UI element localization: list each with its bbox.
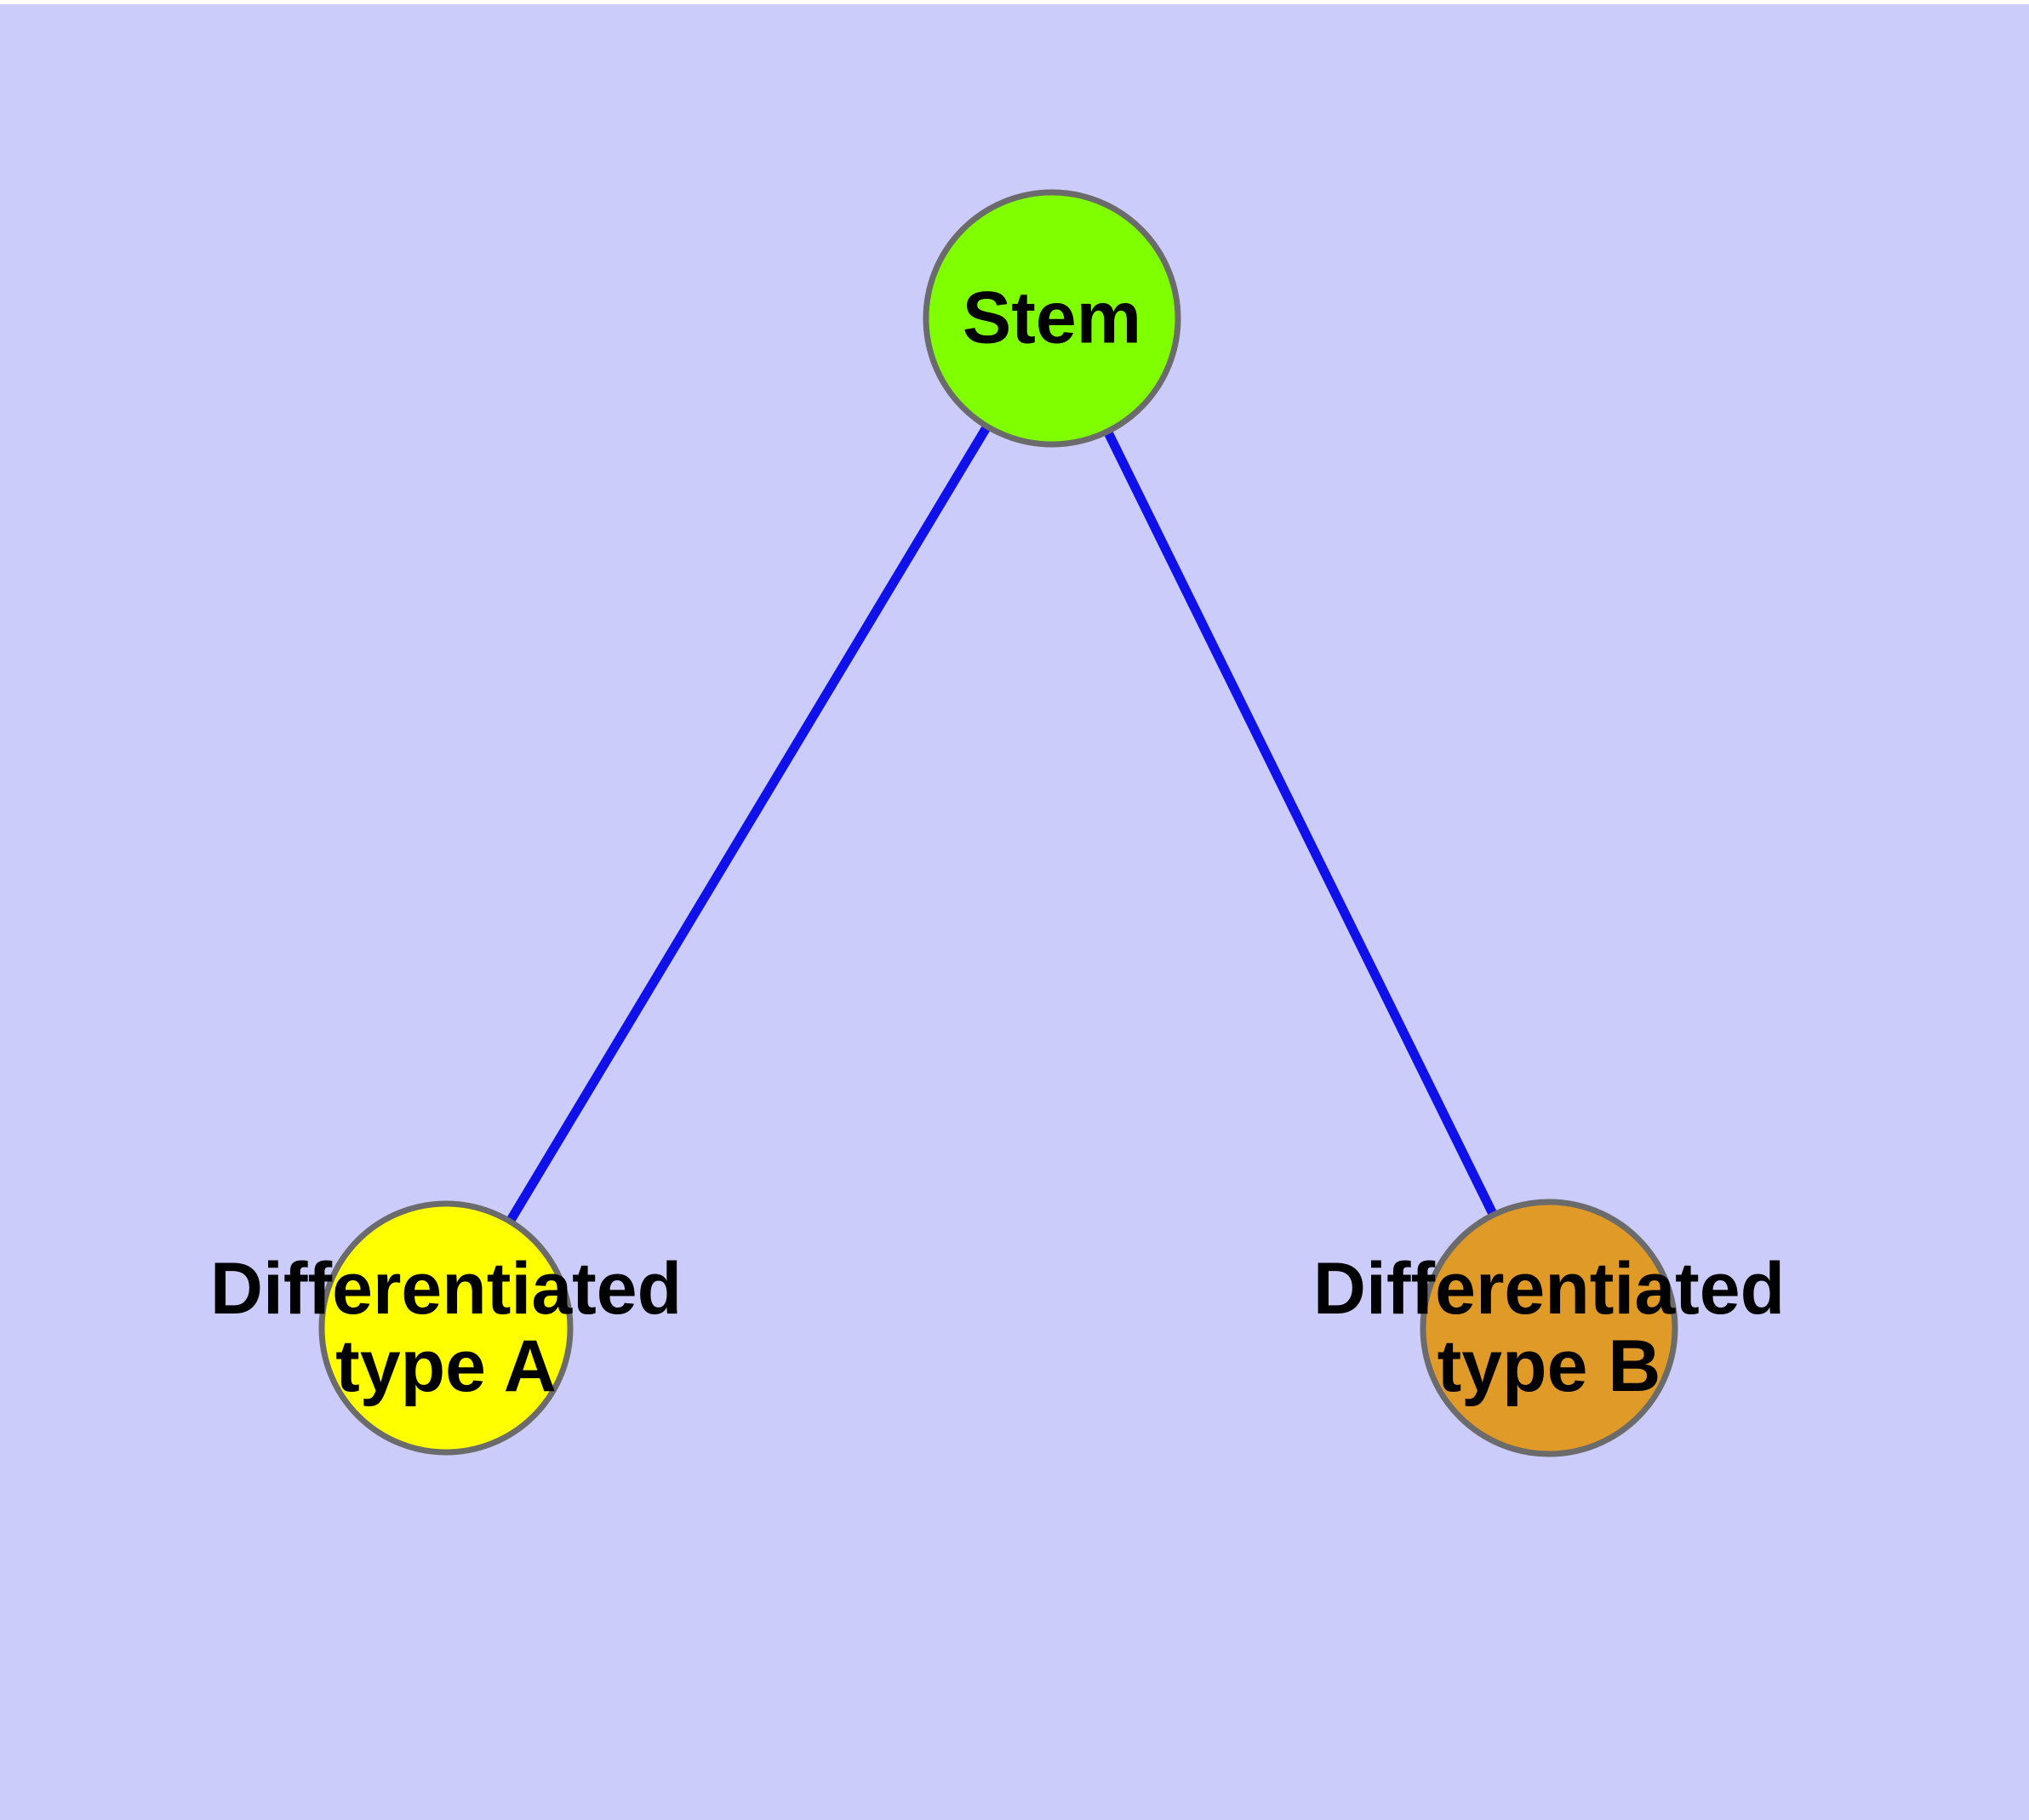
node-differentiated-type-b[interactable] — [1420, 1199, 1678, 1457]
edge-layer — [442, 316, 1553, 1331]
node-stem[interactable] — [923, 189, 1181, 448]
edge-stem-to-differentiated-type-a[interactable] — [442, 316, 1056, 1331]
node-differentiated-type-a[interactable] — [318, 1200, 574, 1456]
node-layer — [318, 189, 1678, 1457]
edge-stem-to-differentiated-type-b[interactable] — [1048, 316, 1553, 1331]
